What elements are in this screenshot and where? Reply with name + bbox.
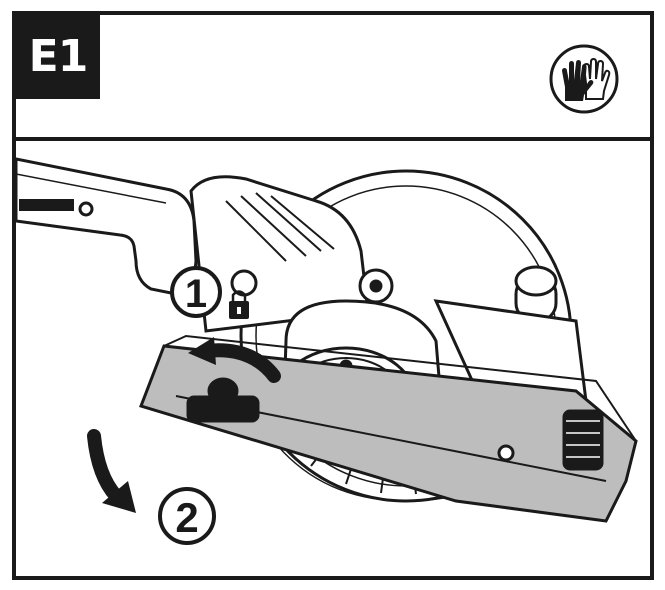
callout-1-number: 1 (185, 272, 207, 316)
instruction-panel: E1 (12, 11, 654, 580)
gloves-icon (549, 44, 619, 114)
saw-handle (16, 157, 198, 295)
callout-2: 2 (158, 487, 216, 545)
step-label: E1 (16, 15, 100, 99)
callout-2-number: 2 (175, 494, 198, 541)
lock-icon (229, 290, 249, 319)
saw-illustration: 1 2 (16, 157, 638, 545)
step2-down-arrow (87, 429, 136, 513)
panel-header: E1 (16, 15, 650, 141)
base-plate (139, 334, 638, 523)
step1-rotate-arrow (188, 337, 281, 383)
callout-1: 1 (170, 266, 222, 318)
